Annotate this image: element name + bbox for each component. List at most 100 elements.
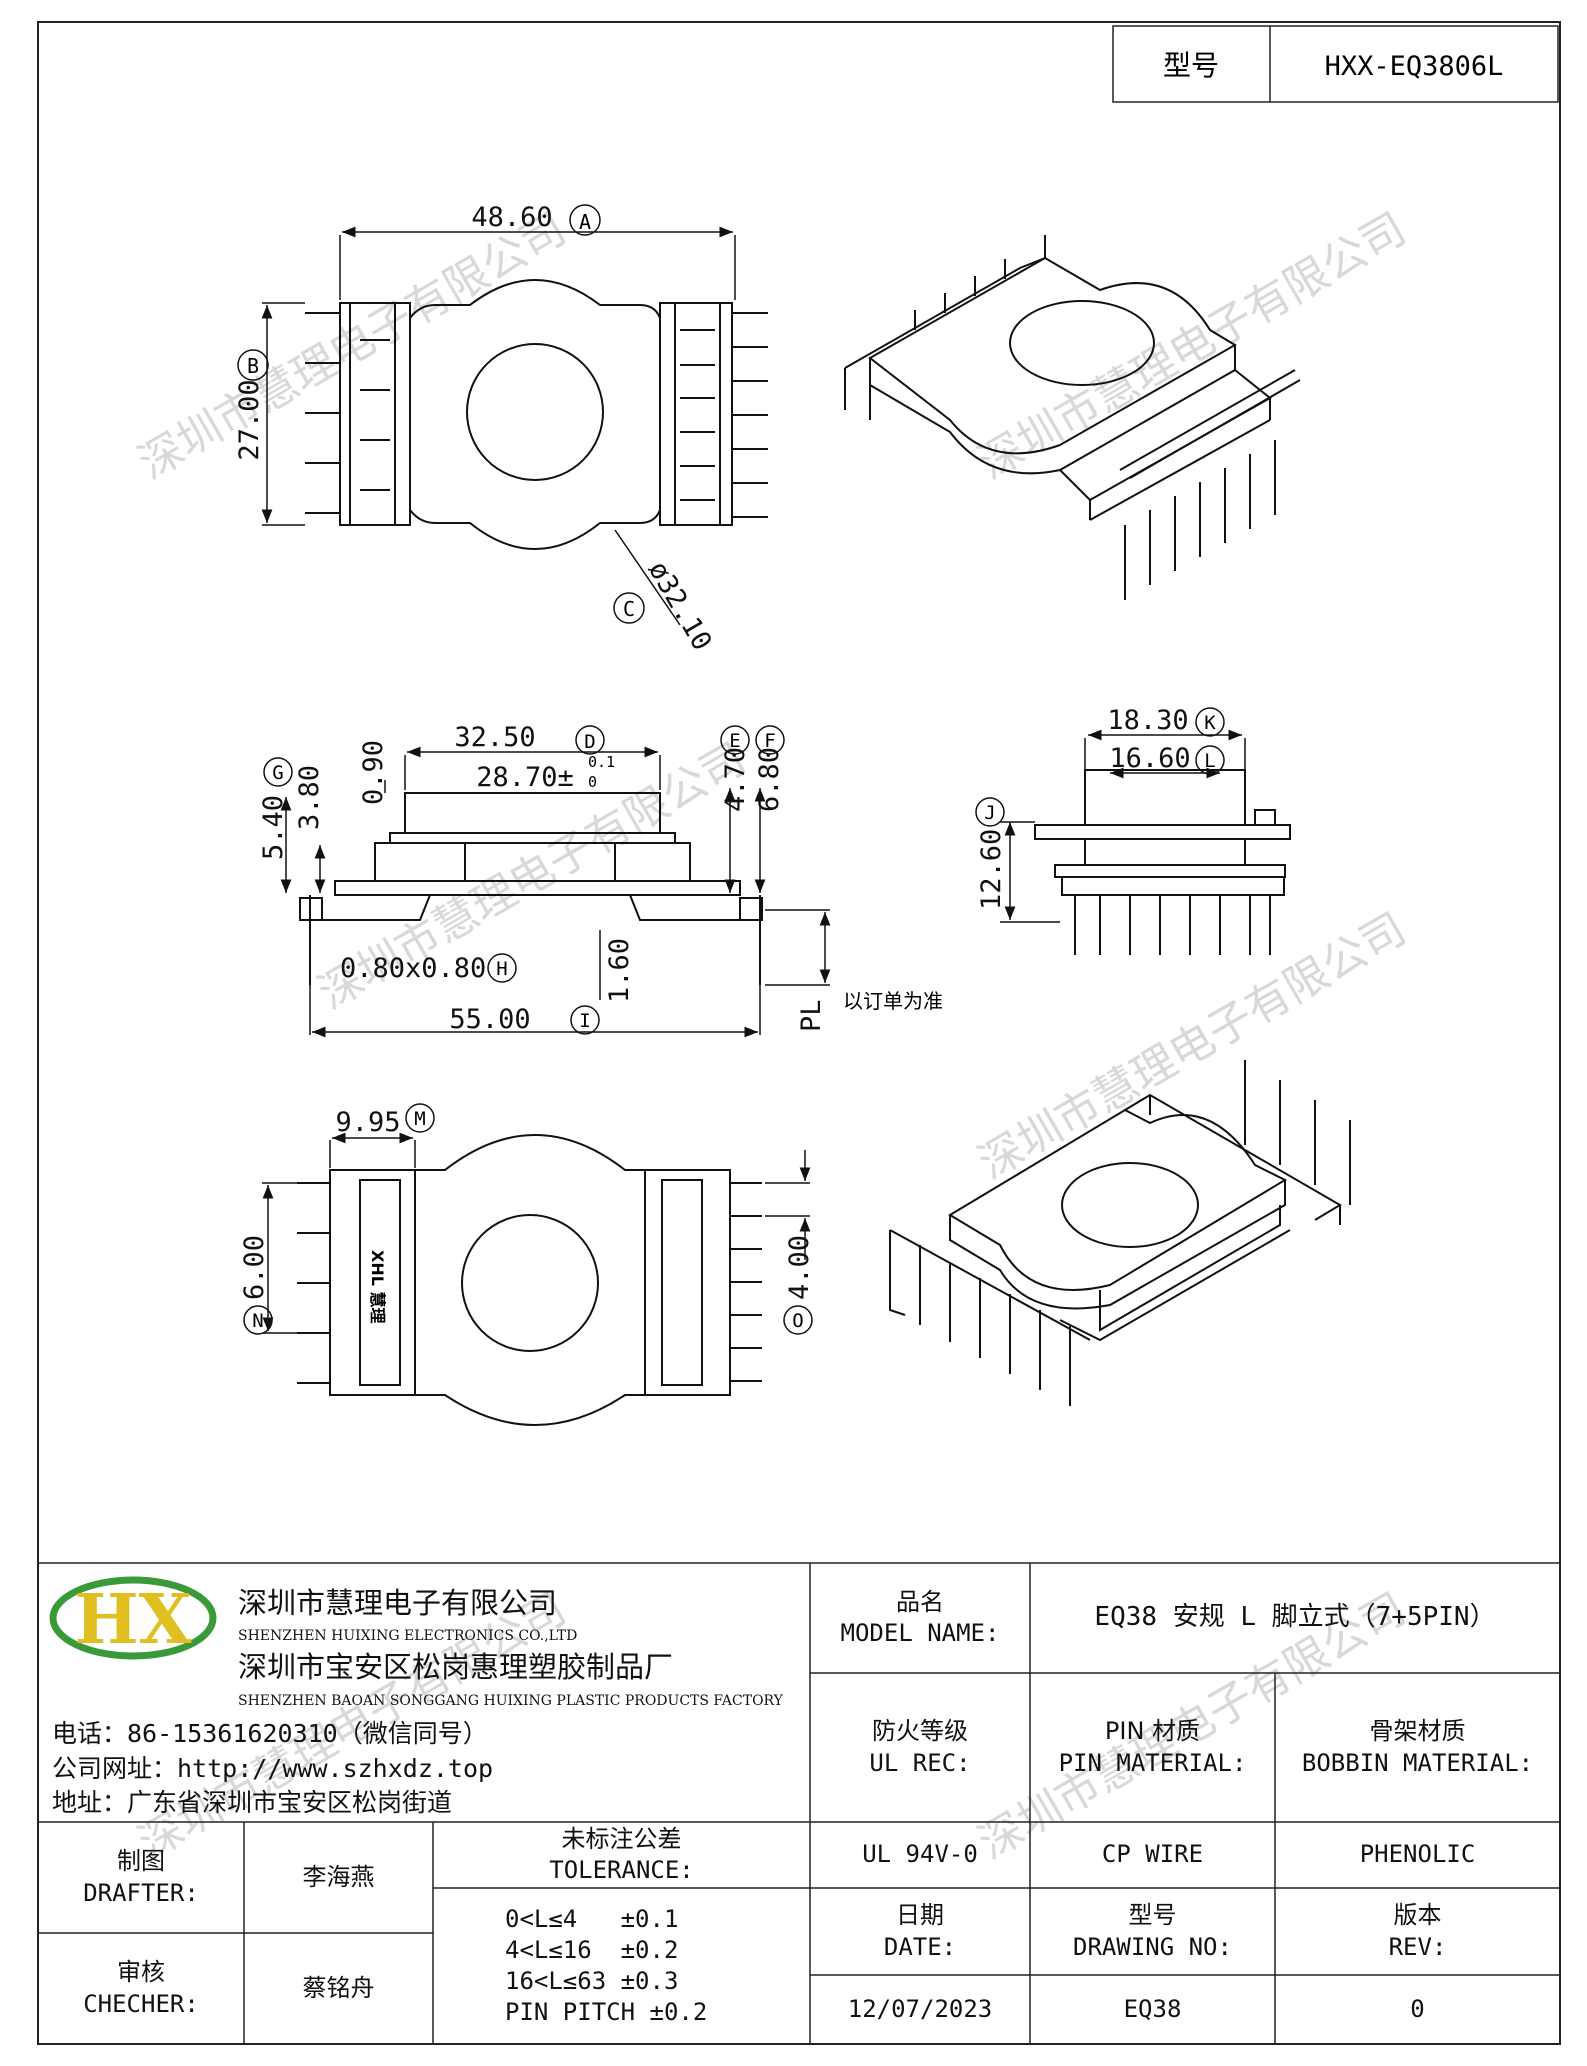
marker-j: J (984, 802, 995, 824)
dim-l-text: 16.60 (1109, 743, 1190, 774)
drafter-label: 制图 DRAFTER: (38, 1822, 244, 1933)
dim-n-text: 6.00 (239, 1235, 270, 1300)
tolerance-row: 0<L≤4 ±0.1 (505, 1904, 679, 1933)
drawing-no-value: EQ38 (1123, 1994, 1182, 2023)
logo-text: HX (74, 1580, 191, 1660)
pin-material-en: PIN MATERIAL: (1058, 1748, 1247, 1777)
dim-pl-text: PL (796, 999, 827, 1032)
bobbin-material-value: PHENOLIC (1359, 1840, 1476, 1869)
drawing-no-label: 型号 DRAWING NO: (1030, 1888, 1275, 1975)
company-phone: 电话：86-15361620310（微信同号） (52, 1718, 488, 1748)
bobbin-material-label: 骨架材质 BOBBIN MATERIAL: (1275, 1673, 1560, 1822)
marker-o: O (792, 1310, 803, 1332)
end-view (1034, 769, 1291, 955)
marker-g: G (272, 762, 283, 784)
factory-name-cn: 深圳市宝安区松岗惠理塑胶制品厂 (238, 1650, 674, 1685)
ul-rec-en: UL REC: (869, 1748, 971, 1777)
dim-i-text: 55.00 (449, 1004, 530, 1035)
company-website[interactable]: 公司网址：http://www.szhxdz.top (52, 1753, 494, 1783)
model-name-cn: 品名 (896, 1587, 944, 1616)
top-view-dims (237, 204, 736, 626)
drawing-no-en: DRAWING NO: (1073, 1932, 1232, 1961)
watermark-text: 深圳市慧理电子有限公司 (970, 203, 1415, 489)
checker-en: CHECHER: (83, 1989, 199, 2018)
marker-n: N (252, 1310, 263, 1332)
dim-h-text: 0.80x0.80 (340, 953, 486, 984)
date-cn: 日期 (896, 1901, 944, 1930)
model-name-value: EQ38 安规 L 脚立式（7+5PIN） (1094, 1602, 1496, 1633)
tolerance-cn: 未标注公差 (561, 1824, 682, 1853)
dim-380-text: 3.80 (294, 765, 325, 830)
dim-d-text: 32.50 (454, 722, 535, 753)
marker-l: L (1204, 750, 1215, 772)
watermark-text: 深圳市慧理电子有限公司 (130, 203, 575, 489)
dim-c-text: ø32.10 (642, 556, 718, 656)
company-name-en: SHENZHEN HUIXING ELECTRONICS CO.,LTD (238, 1627, 578, 1644)
pin-material-value: CP WIRE (1101, 1840, 1204, 1869)
marker-h: H (496, 958, 507, 980)
factory-name-en: SHENZHEN BAOAN SONGGANG HUIXING PLASTIC … (238, 1692, 783, 1709)
drafter-en: DRAFTER: (83, 1878, 199, 1907)
rev-value: 0 (1410, 1994, 1425, 2023)
marker-b: B (247, 354, 259, 378)
checker-label: 审核 CHECHER: (38, 1933, 244, 2044)
tolerance-list: 0<L≤4 ±0.1 4<L≤16 ±0.2 16<L≤63 ±0.3 PIN … (433, 1888, 810, 2044)
dim-m-text: 9.95 (335, 1107, 400, 1138)
dim-k-text: 18.30 (1107, 705, 1188, 736)
company-logo: HX (49, 1576, 217, 1660)
drawing-no-cn: 型号 (1128, 1901, 1177, 1930)
rev-cn: 版本 (1393, 1901, 1442, 1930)
dim-160-text: 1.60 (604, 938, 635, 1003)
marker-e: E (729, 730, 740, 752)
marker-d: D (584, 731, 595, 753)
top-view (305, 279, 768, 550)
bottom-view (297, 1134, 762, 1426)
date-label: 日期 DATE: (810, 1888, 1030, 1975)
drafter-name: 李海燕 (302, 1862, 375, 1891)
dim-28-text: 28.70± (476, 762, 574, 793)
dim-b-text: 27.00 (234, 379, 265, 460)
model-name-label: 品名 MODEL NAME: (810, 1563, 1030, 1673)
header-model-box: 型号 HXX-EQ3806L (1112, 25, 1559, 103)
header-model-value: HXX-EQ3806L (1325, 51, 1504, 82)
dim-g-text: 5.40 (258, 795, 289, 860)
tolerance-row: 16<L≤63 ±0.3 (505, 1967, 679, 1995)
bobbin-mark: XHL 慧理 (368, 1250, 387, 1324)
tolerance-row: 4<L≤16 ±0.2 (505, 1935, 679, 1964)
marker-c: C (623, 597, 635, 621)
rev-en: REV: (1388, 1932, 1447, 1961)
bobbin-material-en: BOBBIN MATERIAL: (1301, 1748, 1534, 1777)
dim-28-sup: 0.1 (588, 753, 615, 771)
dim-f-text: 6.80 (754, 747, 785, 812)
rev-label: 版本 REV: (1275, 1888, 1560, 1975)
tolerance-row: PIN PITCH ±0.2 (505, 1998, 708, 2027)
dim-j-text: 12.60 (976, 829, 1007, 910)
ul-rec-cn: 防火等级 (872, 1717, 968, 1746)
pin-material-cn: PIN 材质 (1104, 1717, 1201, 1746)
dim-28-sub: 0 (588, 773, 597, 791)
iso-view-bottom (889, 1060, 1351, 1406)
date-en: DATE: (883, 1932, 957, 1961)
tolerance-label: 未标注公差 TOLERANCE: (433, 1822, 810, 1888)
company-address: 地址：广东省深圳市宝安区松岗街道 (52, 1787, 453, 1817)
side-view-dims (263, 725, 831, 1038)
dim-090-text: 0.90 (358, 740, 389, 805)
marker-k: K (1204, 712, 1216, 734)
ul-rec-value: UL 94V-0 (862, 1840, 978, 1869)
tolerance-en: TOLERANCE: (549, 1856, 694, 1884)
title-block-grid (38, 1562, 1560, 2044)
pin-material-label: PIN 材质 PIN MATERIAL: (1030, 1673, 1275, 1822)
dim-o-text: 4.00 (784, 1235, 815, 1300)
ul-rec-label: 防火等级 UL REC: (810, 1673, 1030, 1822)
sheet-border (37, 21, 1561, 2045)
drafter-cn: 制图 (117, 1847, 165, 1876)
header-model-label: 型号 (1163, 49, 1219, 82)
company-name-cn: 深圳市慧理电子有限公司 (238, 1586, 558, 1621)
dim-a-text: 48.60 (471, 202, 552, 233)
pl-note: 以订单为准 (843, 989, 943, 1013)
date-value: 12/07/2023 (847, 1994, 993, 2023)
bottom-view-dims (243, 1103, 813, 1335)
marker-i: I (579, 1010, 590, 1032)
checker-name: 蔡铭舟 (302, 1973, 375, 2002)
